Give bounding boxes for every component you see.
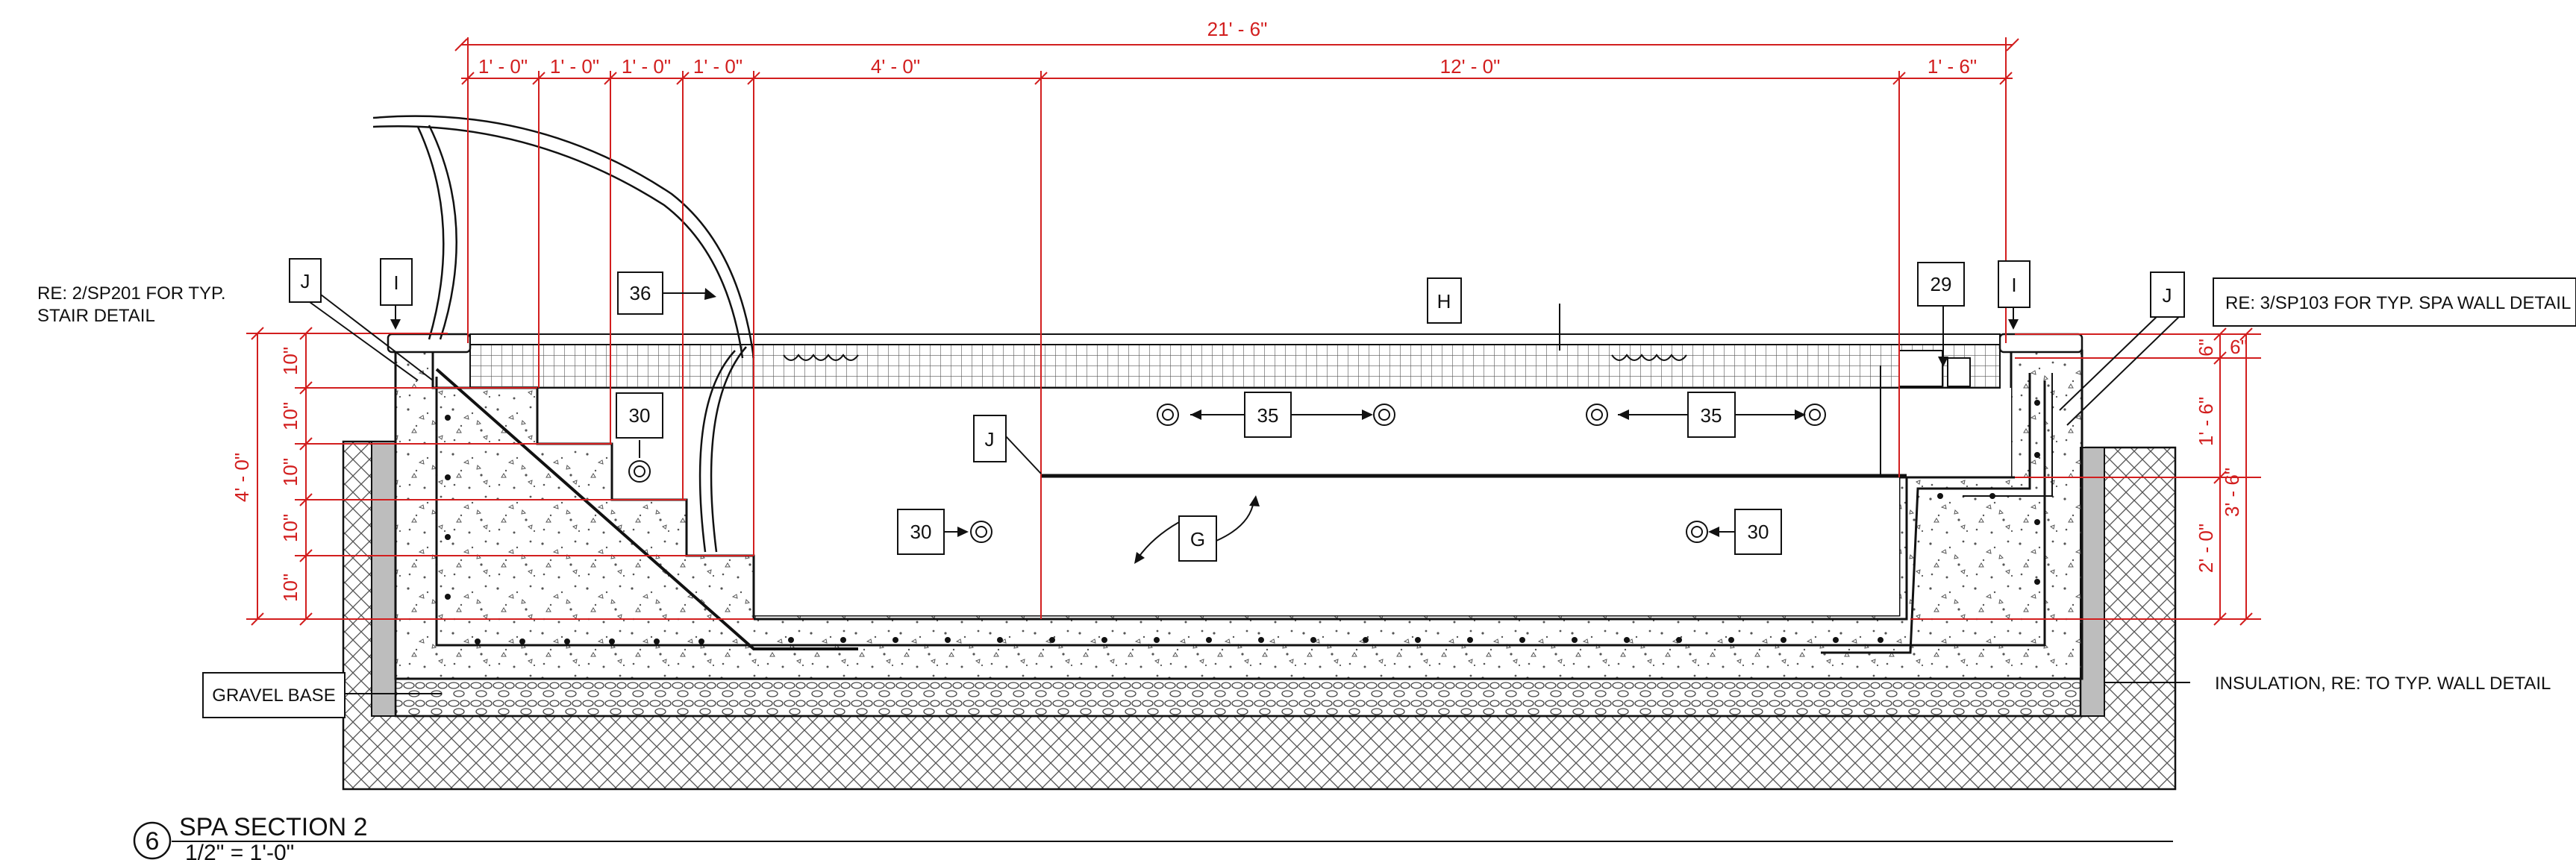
fixtures <box>628 404 1826 543</box>
tag-30-floor-right-label: 30 <box>1748 521 1769 543</box>
jet-fitting-left-2 <box>1373 404 1395 426</box>
concrete-shell <box>394 342 2083 680</box>
jet-fitting-left-1 <box>1157 404 1179 426</box>
note-spa-wall: RE: 3/SP103 FOR TYP. SPA WALL DETAIL <box>2213 277 2576 327</box>
tag-j-bench: J <box>973 415 1007 462</box>
section-number: 6 <box>146 827 160 856</box>
dim-left-step-1: 10" <box>279 347 301 375</box>
tag-35-right: 35 <box>1687 392 1736 438</box>
dim-left-step-5: 10" <box>279 574 301 602</box>
return-fitting-step <box>628 460 651 483</box>
tag-h-label: H <box>1437 290 1451 313</box>
return-fitting-floor-right <box>1686 521 1708 543</box>
drawing-title: SPA SECTION 2 <box>179 813 368 841</box>
dim-top-6: 12' - 0" <box>1440 55 1501 78</box>
tag-j-bench-label: J <box>985 428 995 451</box>
note-gravel: GRAVEL BASE <box>202 672 346 718</box>
drawing-title-block: 6 SPA SECTION 2 1/2" = 1'-0" <box>133 813 2173 860</box>
dim-top-1: 1' - 0" <box>478 55 528 78</box>
tag-g-label: G <box>1190 528 1205 550</box>
drawing-scale: 1/2" = 1'-0" <box>185 841 294 860</box>
tag-35-right-label: 35 <box>1701 404 1722 427</box>
dim-left-step-4: 10" <box>279 514 301 542</box>
tag-36: 36 <box>617 272 663 315</box>
dim-right-upper: 1' - 6" <box>2195 397 2217 446</box>
tag-29: 29 <box>1917 262 1965 307</box>
tag-30-step: 30 <box>616 392 663 439</box>
dim-top-7: 1' - 6" <box>1928 55 1977 78</box>
dim-right-small-b: 6" <box>2230 336 2248 358</box>
tag-j-left: J <box>289 258 322 303</box>
dim-right-lower: 2' - 0" <box>2195 524 2217 573</box>
dim-top-3: 1' - 0" <box>622 55 671 78</box>
tag-35-left-label: 35 <box>1257 404 1279 427</box>
dim-right-total: 3' - 6" <box>2221 468 2243 517</box>
note-stair-line1: RE: 2/SP201 FOR TYP. <box>37 283 226 304</box>
tag-j-right: J <box>2150 272 2185 318</box>
leader-arrowheads <box>390 288 2019 564</box>
note-stair-line2: STAIR DETAIL <box>37 306 155 326</box>
dim-left-step-2: 10" <box>279 402 301 430</box>
tag-30-step-label: 30 <box>629 404 651 427</box>
tag-i-left: I <box>380 258 413 306</box>
insulation-left <box>371 441 396 717</box>
tag-h: H <box>1427 277 1462 324</box>
dim-top-4: 1' - 0" <box>693 55 743 78</box>
tag-j-right-label: J <box>2163 284 2172 307</box>
gravel-base <box>394 677 2082 718</box>
rebar-dots <box>445 400 2040 644</box>
tag-j-left-label: J <box>301 270 310 292</box>
tag-30-floor-left: 30 <box>897 509 945 555</box>
note-gravel-text: GRAVEL BASE <box>212 685 335 706</box>
handrail <box>372 115 755 553</box>
tag-g: G <box>1178 515 1217 562</box>
coping-and-tile <box>387 333 2083 389</box>
insulation-right <box>2080 447 2105 717</box>
tag-30-floor-right: 30 <box>1734 509 1782 555</box>
return-fitting-floor-left <box>970 521 992 543</box>
jet-fitting-right-2 <box>1804 404 1826 426</box>
dim-right-small-a: 6" <box>2195 339 2217 357</box>
tag-30-floor-left-label: 30 <box>910 521 932 543</box>
dim-overall: 21' - 6" <box>1207 18 1268 40</box>
dim-top-2: 1' - 0" <box>550 55 599 78</box>
tag-i-right: I <box>1998 260 2031 308</box>
tag-36-label: 36 <box>630 282 651 304</box>
tag-i-left-label: I <box>393 272 398 294</box>
dim-top-5: 4' - 0" <box>871 55 920 78</box>
dim-left-total: 4' - 0" <box>231 453 253 502</box>
note-spa-wall-text: RE: 3/SP103 FOR TYP. SPA WALL DETAIL <box>2225 293 2571 313</box>
dim-left-step-3: 10" <box>279 458 301 486</box>
tag-29-label: 29 <box>1931 273 1952 295</box>
tag-i-right-label: I <box>2011 274 2016 296</box>
tag-35-left: 35 <box>1244 392 1292 438</box>
jet-fitting-right-1 <box>1586 404 1608 426</box>
note-insulation: INSULATION, RE: TO TYP. WALL DETAIL <box>2215 674 2551 694</box>
